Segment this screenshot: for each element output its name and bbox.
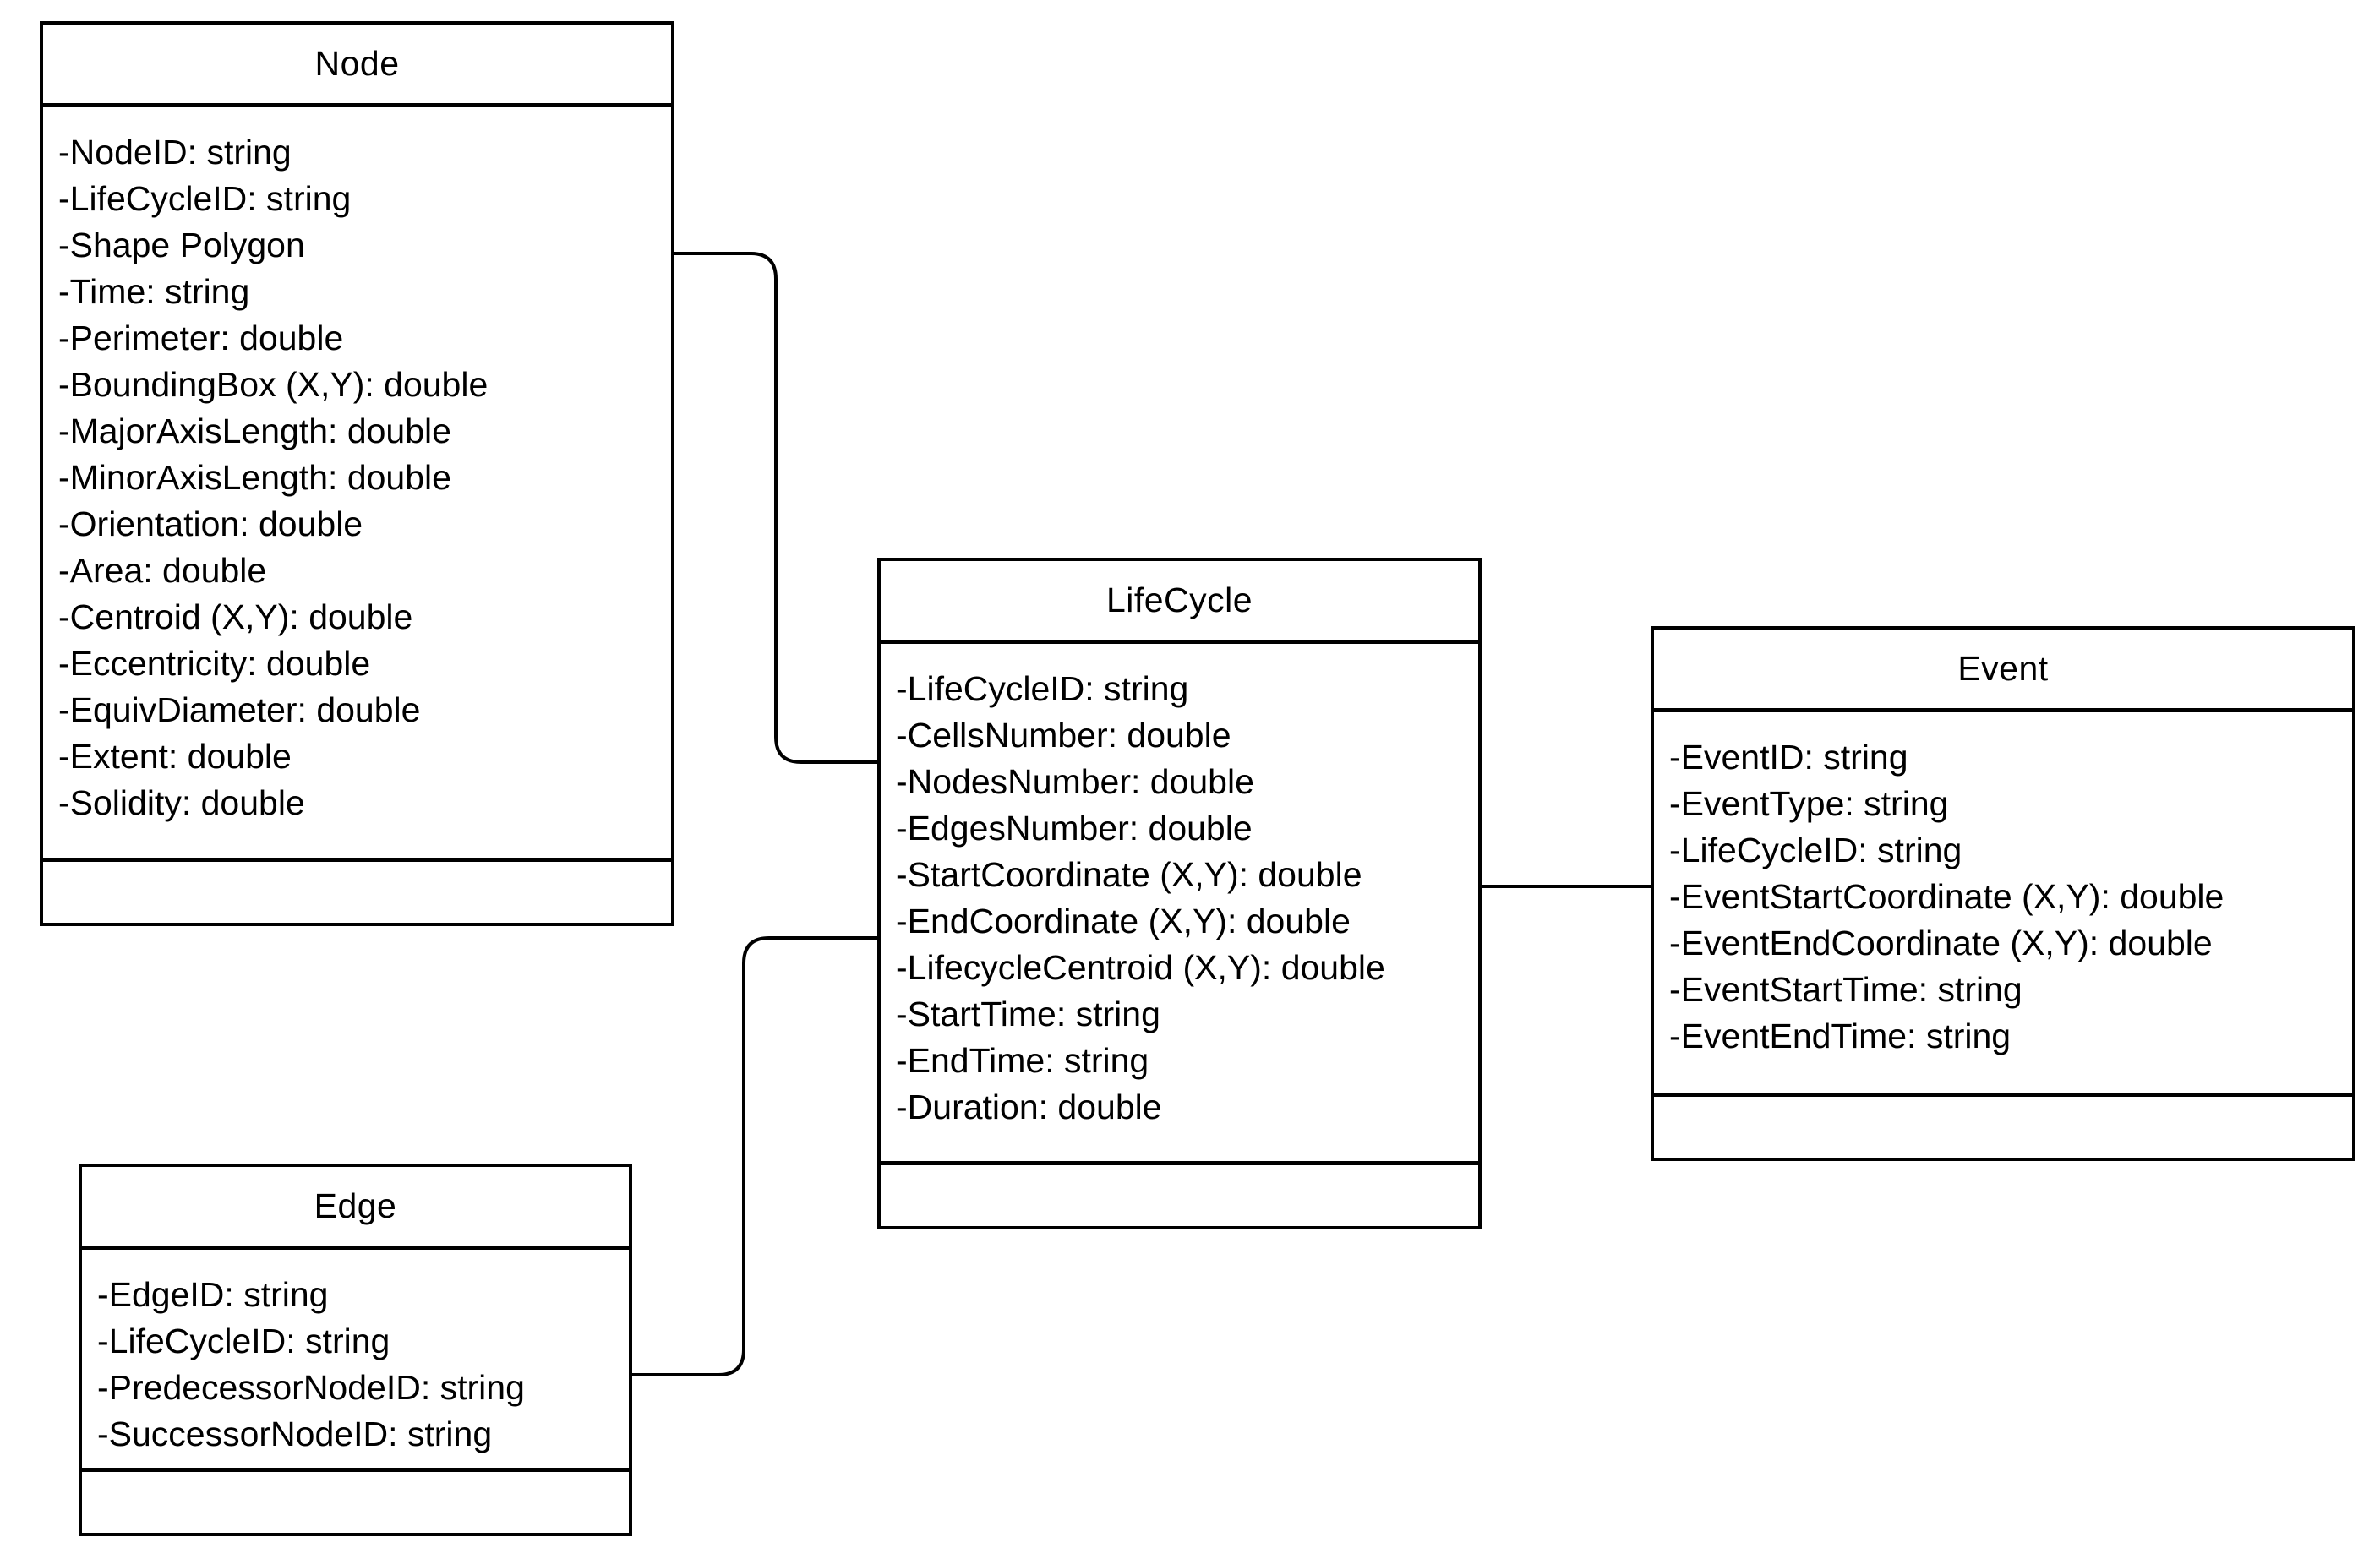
attribute-item: -Solidity: double (58, 783, 305, 822)
attribute-item: -EndTime: string (896, 1041, 1149, 1080)
attribute-item: -EventStartCoordinate (X,Y): double (1669, 877, 2224, 916)
attribute-item: -SuccessorNodeID: string (97, 1415, 493, 1453)
class-title-edge: Edge (82, 1167, 629, 1250)
class-attributes-node: -NodeID: string -LifeCycleID: string -Shap… (43, 107, 671, 862)
attribute-item: -Orientation: double (58, 504, 363, 543)
attribute-item: -StartTime: string (896, 995, 1160, 1033)
attribute-item: -EdgesNumber: double (896, 809, 1253, 848)
attribute-item: -StartCoordinate (X,Y): double (896, 855, 1362, 894)
empty-methods-compartment-lifecycle (881, 1165, 1478, 1226)
attribute-item: -EquivDiameter: double (58, 690, 421, 729)
attribute-item: -NodesNumber: double (896, 762, 1254, 801)
association-node-lifecycle (674, 252, 877, 764)
association-edge-lifecycle (632, 936, 877, 1376)
attribute-item: -EventID: string (1669, 738, 1908, 777)
attribute-item: -LifeCycleID: string (58, 179, 352, 218)
class-box-lifecycle: LifeCycle -LifeCycleID: string -CellsNumb… (877, 558, 1482, 1229)
attribute-item: -Perimeter: double (58, 319, 344, 357)
empty-methods-compartment-node (43, 862, 671, 923)
empty-methods-compartment-event (1654, 1097, 2352, 1158)
class-attributes-edge: -EdgeID: string -LifeCycleID: string -Pred… (82, 1250, 629, 1472)
attribute-item: -MajorAxisLength: double (58, 412, 451, 450)
attribute-item: -LifeCycleID: string (1669, 831, 1962, 869)
attribute-item: -Centroid (X,Y): double (58, 597, 413, 636)
attribute-item: -EventStartTime: string (1669, 970, 2022, 1009)
attribute-item: -CellsNumber: double (896, 716, 1231, 755)
class-title-event: Event (1654, 630, 2352, 712)
attribute-item: -PredecessorNodeID: string (97, 1368, 525, 1407)
class-box-node: Node -NodeID: string -LifeCycleID: string… (40, 21, 674, 926)
attribute-item: -MinorAxisLength: double (58, 458, 451, 497)
class-box-edge: Edge -EdgeID: string -LifeCycleID: string… (79, 1164, 632, 1536)
class-attributes-lifecycle: -LifeCycleID: string -CellsNumber: double… (881, 644, 1478, 1165)
attribute-item: -EdgeID: string (97, 1275, 329, 1314)
attribute-item: -BoundingBox (X,Y): double (58, 365, 489, 404)
attribute-item: -Time: string (58, 272, 250, 311)
empty-methods-compartment-edge (82, 1472, 629, 1533)
class-box-event: Event -EventID: string -EventType: string… (1651, 626, 2355, 1161)
attribute-item: -Shape Polygon (58, 226, 305, 264)
attribute-item: -EventType: string (1669, 784, 1949, 823)
attribute-item: -EventEndCoordinate (X,Y): double (1669, 924, 2213, 962)
class-title-lifecycle: LifeCycle (881, 561, 1478, 644)
attribute-item: -LifeCycleID: string (97, 1322, 390, 1360)
attribute-item: -LifeCycleID: string (896, 669, 1189, 708)
attribute-item: -Duration: double (896, 1087, 1162, 1126)
class-title-node: Node (43, 25, 671, 107)
class-attributes-event: -EventID: string -EventType: string -LifeC… (1654, 712, 2352, 1097)
attribute-item: -Eccentricity: double (58, 644, 371, 683)
attribute-item: -LifecycleCentroid (X,Y): double (896, 948, 1385, 987)
attribute-item: -EndCoordinate (X,Y): double (896, 902, 1351, 940)
attribute-item: -Extent: double (58, 737, 292, 776)
attribute-item: -Area: double (58, 551, 267, 590)
attribute-item: -NodeID: string (58, 133, 292, 172)
attribute-item: -EventEndTime: string (1669, 1017, 2012, 1055)
